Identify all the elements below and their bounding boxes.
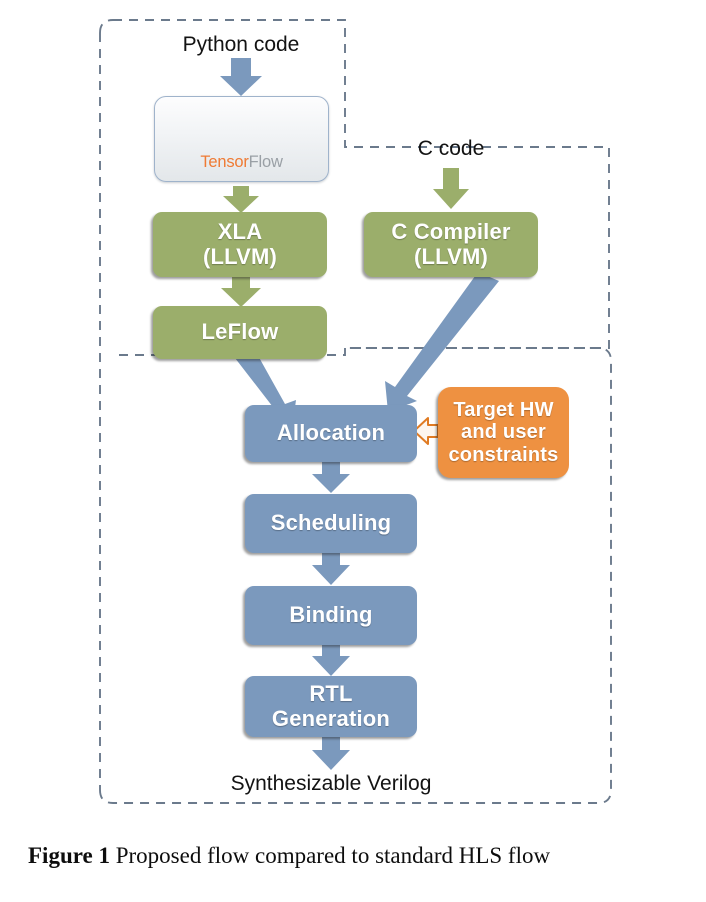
flow-box-c-compiler[interactable]: C Compiler (LLVM) <box>364 212 538 277</box>
constraints-box-line1: Target HW <box>453 398 554 421</box>
arrow-ccode-to-ccompiler <box>433 168 469 209</box>
flow-box-binding[interactable]: Binding <box>245 586 417 645</box>
tensorflow-card-inner: TensorFlow <box>155 97 328 181</box>
flow-box-rtl-line2: Generation <box>271 705 391 731</box>
tensorflow-wordmark-flow: Flow <box>248 153 283 171</box>
constraints-box[interactable]: Target HW and user constraints <box>438 387 569 478</box>
constraints-box-line3: constraints <box>448 443 559 466</box>
arrow-rtl-to-verilog <box>312 736 350 770</box>
figure-caption: Figure 1 Proposed flow compared to stand… <box>28 843 550 869</box>
flow-box-xla-line1: XLA <box>217 218 263 244</box>
flow-box-allocation-label: Allocation <box>276 420 386 446</box>
flow-box-binding-label: Binding <box>289 602 373 628</box>
flow-box-c-compiler-line1: C Compiler <box>391 218 511 244</box>
tensorflow-logo-card[interactable]: TensorFlow <box>154 96 329 182</box>
flow-box-xla[interactable]: XLA (LLVM) <box>153 212 327 277</box>
flow-box-c-compiler-label: C Compiler (LLVM) <box>364 218 538 269</box>
flow-box-rtl-generation[interactable]: RTL Generation <box>245 676 417 737</box>
figure-caption-text: Proposed flow compared to standard HLS f… <box>115 843 551 868</box>
tensorflow-wordmark-tensor: Tensor <box>200 153 249 171</box>
constraints-box-label: Target HW and user constraints <box>438 399 569 466</box>
outer-region-topleft-corner <box>99 19 114 34</box>
flow-box-leflow[interactable]: LeFlow <box>153 306 327 359</box>
flow-box-rtl-generation-label: RTL Generation <box>245 680 417 731</box>
arrow-tensorflow-to-xla <box>223 186 259 213</box>
label-python-code: Python code <box>182 33 300 56</box>
arrow-xla-to-leflow <box>221 277 261 307</box>
flow-box-scheduling[interactable]: Scheduling <box>245 494 417 553</box>
flow-box-xla-line2: (LLVM) <box>202 243 278 269</box>
tensorflow-wordmark: TensorFlow <box>155 153 328 172</box>
arrow-binding-to-rtl <box>312 644 350 676</box>
arrow-python-to-tensorflow <box>220 58 262 96</box>
label-c-code: C code <box>417 137 485 160</box>
figure-caption-label: Figure 1 <box>28 843 110 868</box>
flow-box-scheduling-label: Scheduling <box>270 510 392 536</box>
flow-box-allocation[interactable]: Allocation <box>245 405 417 462</box>
flow-box-leflow-label: LeFlow <box>201 319 279 345</box>
label-synthesizable-verilog: Synthesizable Verilog <box>230 772 432 795</box>
arrow-allocation-to-scheduling <box>312 462 350 493</box>
flow-box-rtl-line1: RTL <box>309 680 353 706</box>
arrow-scheduling-to-binding <box>312 552 350 585</box>
flow-box-c-compiler-line2: (LLVM) <box>413 243 489 269</box>
hls-upper-region-outline <box>113 19 610 356</box>
constraints-box-line2: and user <box>461 421 546 444</box>
arrow-constraints-to-allocation <box>413 417 439 445</box>
flow-box-xla-label: XLA (LLVM) <box>153 218 327 269</box>
